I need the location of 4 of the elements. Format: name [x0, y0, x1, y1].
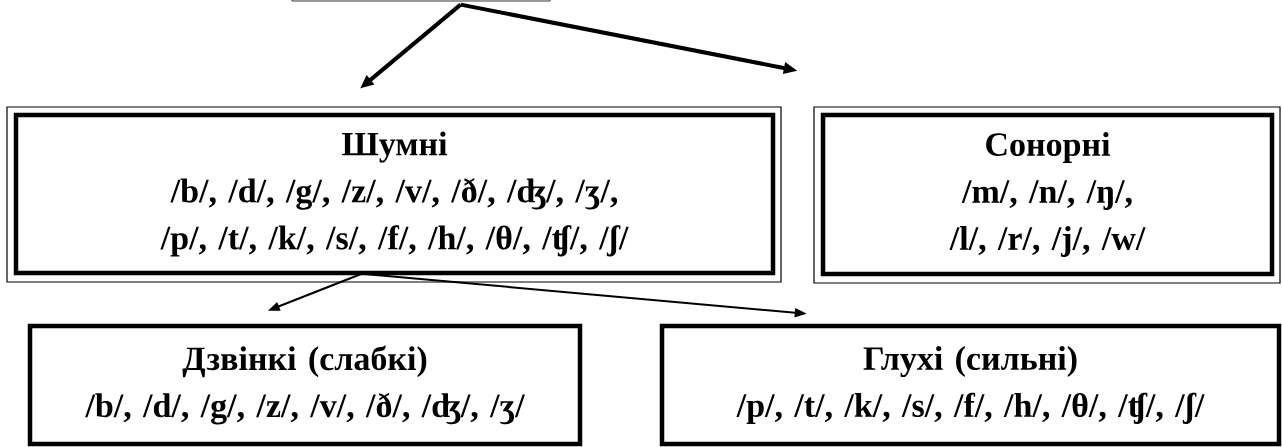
- category-box: Сонорні /m/, /n/, /ŋ/, /l/, /r/, /j/, /w/: [813, 106, 1281, 284]
- category-box: Глухі (сильні) /p/, /t/, /k/, /s/, /f/, /h/, /θ/, /ʧ/, /ʃ/: [659, 323, 1282, 447]
- category-box: Дзвінкі (слабкі) /b/, /d/, /g/, /z/, /v/, /ð/, /ʤ/, /ʒ/: [27, 323, 583, 447]
- category-box: Шумні /b/, /d/, /g/, /z/, /v/, /ð/, /ʤ/, /ʒ/, /p/, /t/, /k/, /s/, /f/, /h/, /θ/, /ʧ/, /ʃ/: [6, 106, 782, 283]
